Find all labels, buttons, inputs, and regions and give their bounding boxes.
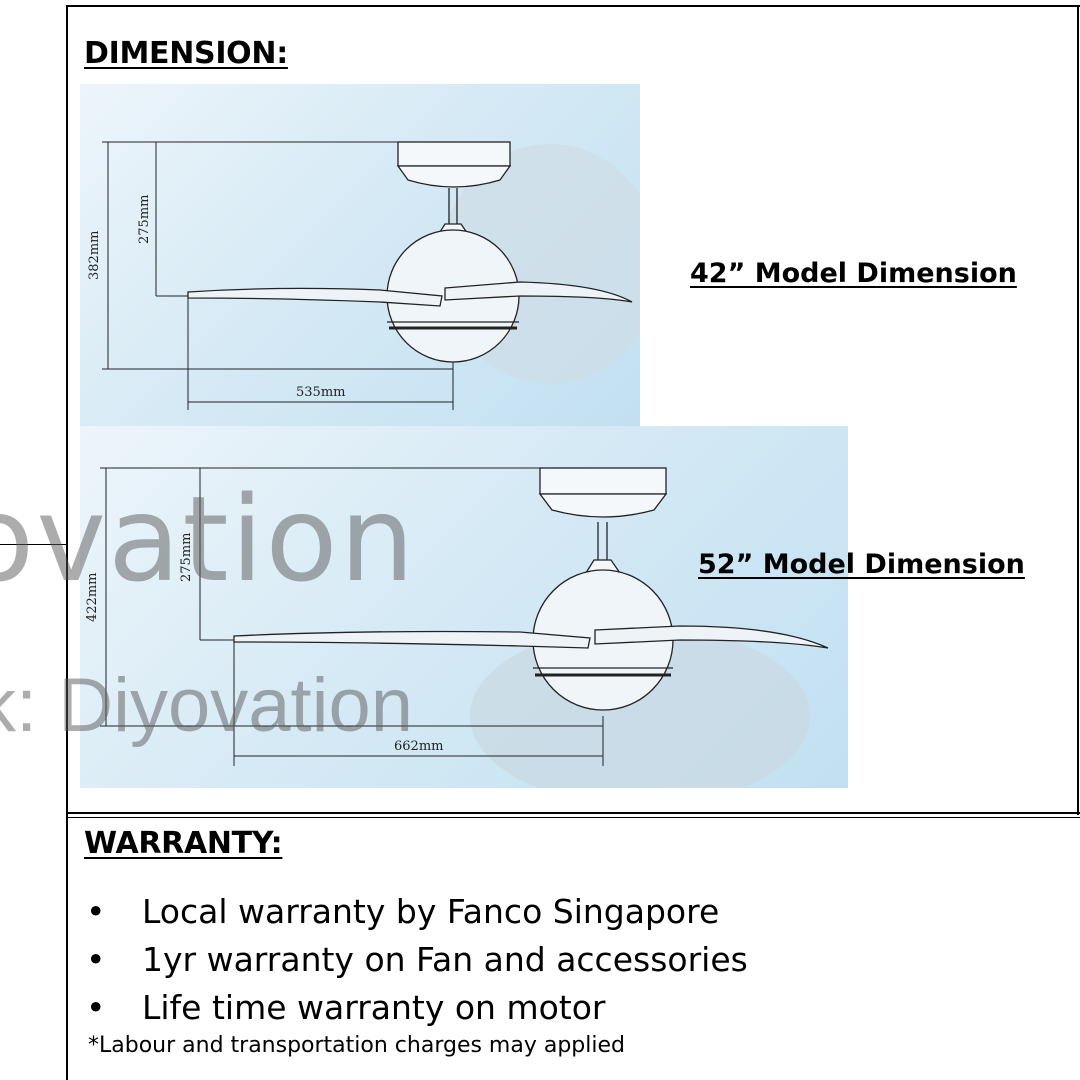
diagram-42-model: 382mm 275mm 535mm [80,84,640,426]
table-left-border [66,5,68,1080]
model-42-label: 42” Model Dimension [690,258,1017,289]
bullet: • [86,940,106,979]
table-top-border [66,5,1080,7]
fan-drawing-42: 382mm 275mm 535mm [87,141,640,410]
model-52-label: 52” Model Dimension [698,549,1025,580]
warranty-item-fan: 1yr warranty on Fan and accessories [142,940,748,979]
warranty-item-motor: Life time warranty on motor [142,988,606,1027]
warranty-list: • Local warranty by Fanco Singapore • 1y… [86,888,748,1032]
dim-42-blade-length: 535mm [296,385,345,400]
bullet: • [86,892,106,931]
watermark-script: ovation [0,470,417,608]
dim-52-total-height: 422mm [85,573,100,622]
section-divider-inner [66,817,1080,818]
list-item: • Life time warranty on motor [86,984,748,1032]
warranty-heading: WARRANTY: [84,826,283,861]
table-right-border [1077,5,1079,815]
watermark-text: k: Diyovation [0,663,414,748]
section-divider [66,812,1080,814]
list-item: • Local warranty by Fanco Singapore [86,888,748,936]
warranty-footnote: *Labour and transportation charges may a… [88,1033,625,1058]
bullet: • [86,988,106,1027]
dim-42-total-height: 382mm [87,231,102,280]
dim-52-blade-length: 662mm [394,739,443,754]
diagram-52-model: 422mm 275mm 662mm [80,426,848,788]
dimension-heading: DIMENSION: [84,36,288,71]
list-item: • 1yr warranty on Fan and accessories [86,936,748,984]
dim-52-rod-height: 275mm [179,533,194,582]
left-column-rule [0,544,68,545]
warranty-item-local: Local warranty by Fanco Singapore [142,892,720,931]
fan-drawing-52: 422mm 275mm 662mm [85,467,829,788]
dim-42-rod-height: 275mm [137,195,152,244]
